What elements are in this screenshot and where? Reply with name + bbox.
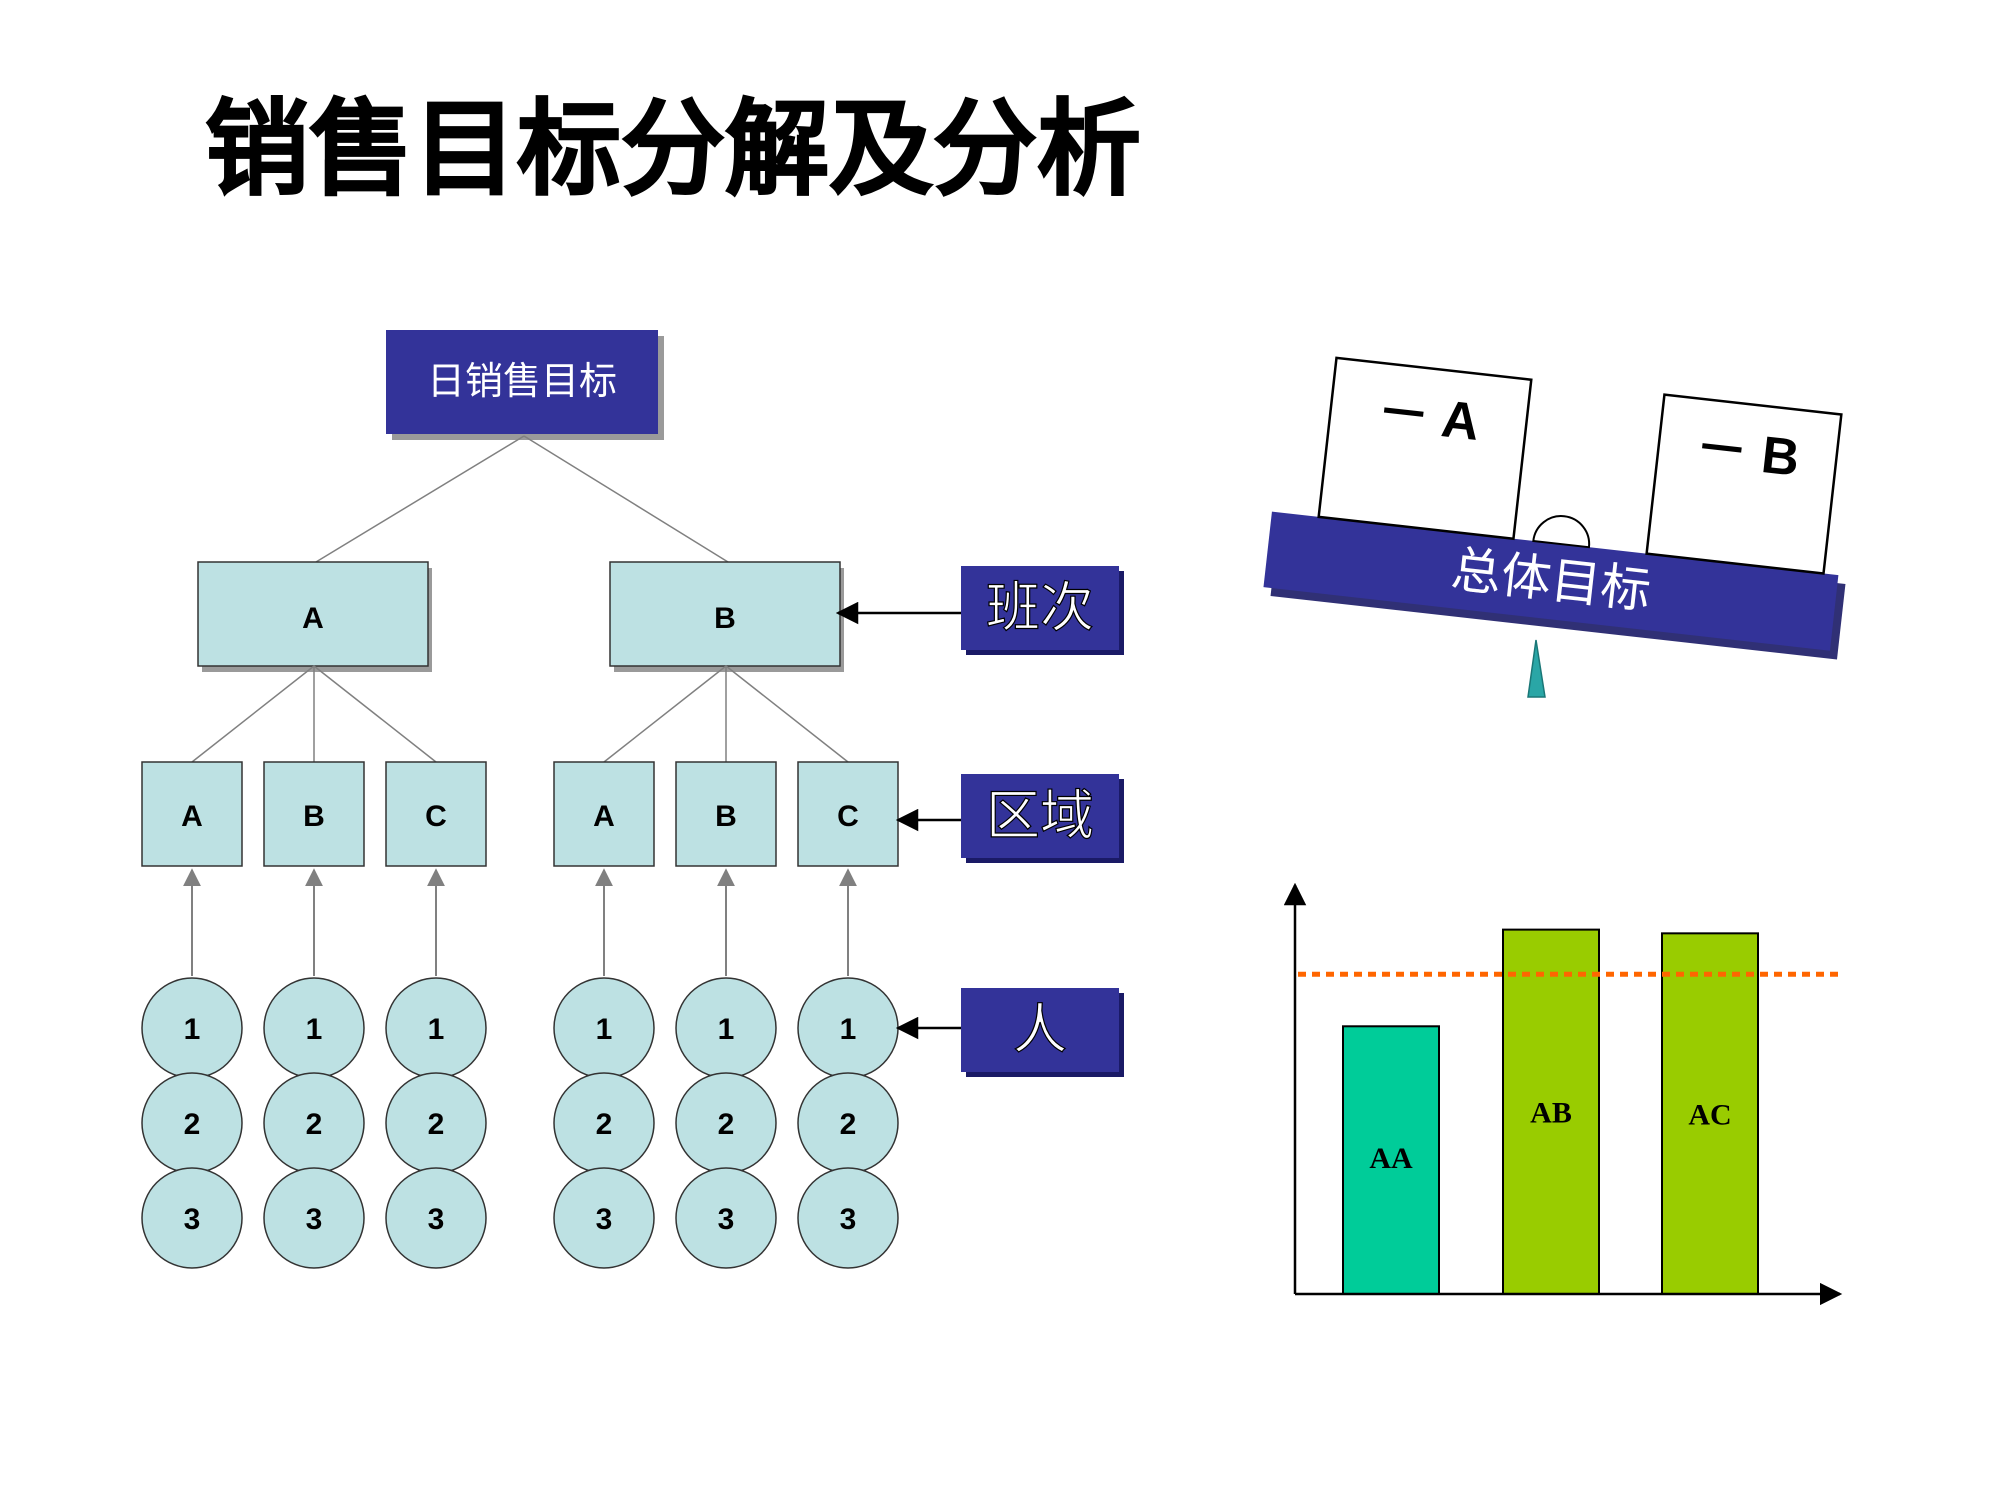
person-node-label: 1 <box>306 1013 323 1046</box>
region-node <box>797 761 899 867</box>
person-node-label: 2 <box>184 1108 201 1141</box>
person-node <box>385 1167 487 1269</box>
person-node-label: 1 <box>428 1013 445 1046</box>
balance-box-a <box>1317 356 1533 541</box>
person-node-label: 3 <box>718 1203 735 1236</box>
person-node-label: 1 <box>718 1013 735 1046</box>
bar-aa <box>1342 1025 1440 1295</box>
connector-shift-region <box>603 665 727 763</box>
person-node <box>797 1167 899 1269</box>
bar-label-ab: AB <box>1530 1097 1572 1130</box>
region-node <box>263 761 365 867</box>
target-bar-chart: AA AB AC <box>1283 882 1843 1306</box>
balance-beam <box>1263 511 1839 651</box>
bar-label-ac: AC <box>1688 1098 1731 1131</box>
person-node-label: 2 <box>718 1108 735 1141</box>
region-node-label: B <box>303 800 325 833</box>
bar-ac <box>1661 932 1759 1295</box>
person-node <box>263 1167 365 1269</box>
balance-box-b <box>1645 393 1843 575</box>
region-node-label: B <box>715 800 737 833</box>
root-node-label: 日销售目标 <box>427 359 617 403</box>
balance-box-a-label: － A <box>1374 383 1482 452</box>
connector-root-shift <box>315 435 525 563</box>
balance-fulcrum-dome <box>1532 515 1591 549</box>
balance-pivot <box>1527 639 1546 698</box>
connector-shift-region <box>313 665 437 763</box>
person-node-label: 1 <box>840 1013 857 1046</box>
level-label-shift <box>961 566 1119 650</box>
balance-illustration: 总体目标 － A － B <box>1263 356 1846 698</box>
level-label-shift-text: 班次 <box>986 576 1094 639</box>
person-node <box>675 1167 777 1269</box>
person-node-label: 3 <box>184 1203 201 1236</box>
person-node-label: 2 <box>428 1108 445 1141</box>
level-label-region <box>961 774 1119 858</box>
shift-node-label: B <box>714 602 736 635</box>
level-label-region-text: 区域 <box>986 784 1094 847</box>
shift-node-label: A <box>302 602 324 635</box>
bar-ab <box>1502 928 1600 1295</box>
person-node-label: 1 <box>596 1013 613 1046</box>
connector-shift-region <box>725 665 849 763</box>
person-node-label: 3 <box>840 1203 857 1236</box>
shift-node-b <box>609 561 841 667</box>
person-node-label: 3 <box>306 1203 323 1236</box>
slide-title: 销售目标分解及分析 <box>205 88 1141 210</box>
region-node-label: C <box>837 800 859 833</box>
root-node-daily-target <box>386 330 658 434</box>
balance-box-b-label: － B <box>1693 419 1803 488</box>
connector-shift-region <box>191 665 315 763</box>
person-node <box>553 1167 655 1269</box>
level-label-person <box>961 988 1119 1072</box>
person-node-label: 1 <box>184 1013 201 1046</box>
person-node-label: 2 <box>596 1108 613 1141</box>
region-node-label: A <box>181 800 203 833</box>
connector-root-shift <box>523 435 729 563</box>
person-node <box>141 1167 243 1269</box>
level-label-person-text: 人 <box>1013 998 1067 1061</box>
shift-node-a <box>197 561 429 667</box>
person-node-label: 2 <box>306 1108 323 1141</box>
person-node-label: 2 <box>840 1108 857 1141</box>
region-node <box>553 761 655 867</box>
person-node-label: 3 <box>428 1203 445 1236</box>
bar-label-aa: AA <box>1369 1142 1413 1175</box>
region-node-label: A <box>593 800 615 833</box>
region-node <box>385 761 487 867</box>
region-node-label: C <box>425 800 447 833</box>
person-node-label: 3 <box>596 1203 613 1236</box>
region-node <box>141 761 243 867</box>
region-node <box>675 761 777 867</box>
